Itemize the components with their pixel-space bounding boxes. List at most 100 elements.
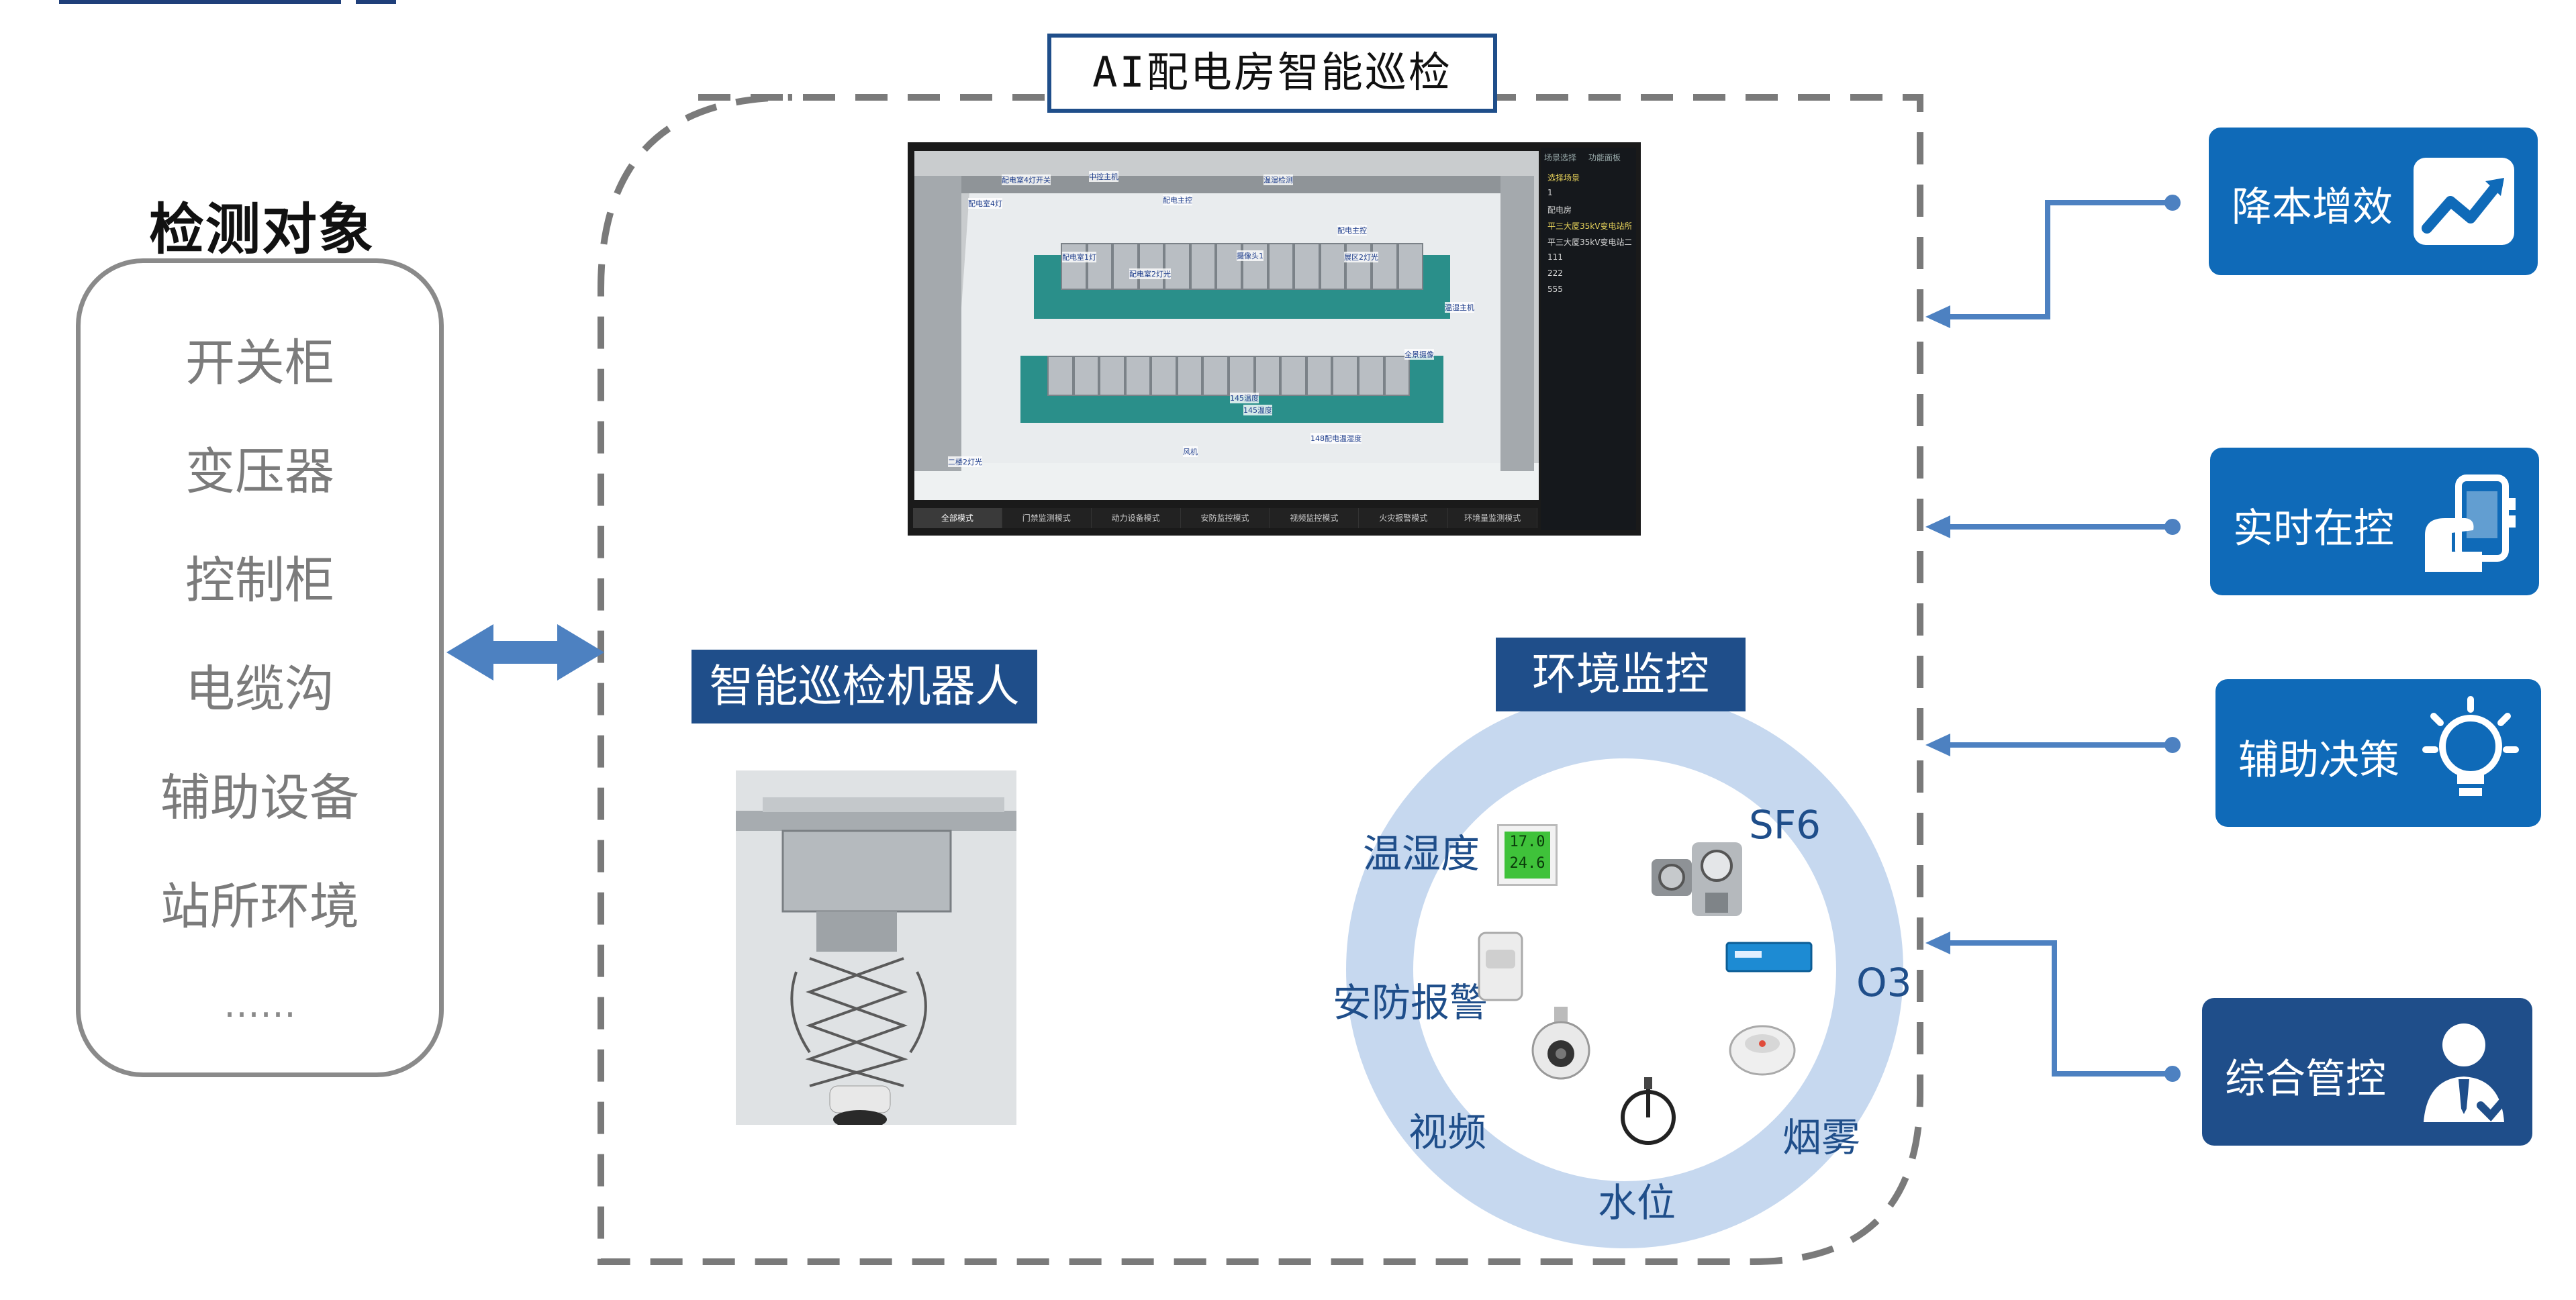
arrowheads (1925, 195, 2181, 1082)
cabinet[interactable] (1384, 356, 1411, 396)
cabinet[interactable] (1371, 243, 1398, 290)
floor-label[interactable]: 配电室4灯 (968, 198, 1002, 209)
cabinet[interactable] (1332, 356, 1358, 396)
cabinet[interactable] (1112, 243, 1139, 290)
tab-power-mode[interactable]: 动力设备模式 (1092, 508, 1181, 528)
cabinet[interactable] (1280, 356, 1306, 396)
detection-list: 开关柜 变压器 控制柜 电缆沟 辅助设备 站所环境 …… (76, 309, 444, 1070)
sensor-label-smoke: 烟雾 (1782, 1115, 1861, 1160)
header-accent-bar-small (356, 0, 396, 4)
scene-side-panel (1541, 148, 1636, 530)
detection-frame (76, 258, 444, 1077)
cabinet[interactable] (1125, 356, 1151, 396)
tab-all-modes[interactable]: 全部模式 (913, 508, 1002, 528)
chart-up-icon (2414, 158, 2514, 245)
sensor-label-o3: O3 (1856, 960, 1912, 1005)
floor-label[interactable]: 148配电温湿度 (1310, 433, 1362, 444)
floor-label[interactable]: 展区2灯光 (1344, 252, 1378, 262)
benefit-integrated-management[interactable]: 综合管控 (2202, 998, 2532, 1146)
floor-label[interactable]: 配电主控 (1337, 225, 1367, 236)
screen-room-edge (914, 463, 1539, 500)
scene-list-item[interactable]: 平三大厦35kV变电站二 (1547, 238, 1631, 247)
sensor-label-video: 视频 (1409, 1109, 1487, 1155)
cabinet[interactable] (1086, 243, 1113, 290)
temp-humidity-sensor-icon: 17.0 24.6 (1497, 824, 1558, 886)
cabinet[interactable] (1202, 356, 1229, 396)
benefit-label: 实时在控 (2233, 505, 2394, 552)
scene-list-item[interactable]: 1 (1547, 188, 1553, 197)
tab-video-mode[interactable]: 视频监控模式 (1270, 508, 1359, 528)
floor-label[interactable]: 二楼2灯光 (948, 456, 982, 467)
tab-fire-mode[interactable]: 火灾报警模式 (1359, 508, 1449, 528)
smoke-detector-icon (1729, 1025, 1796, 1076)
cabinet[interactable] (1061, 243, 1087, 290)
security-alarm-icon (1478, 932, 1523, 1001)
scene-list-item[interactable]: 555 (1547, 285, 1563, 294)
cabinet-row (1061, 243, 1424, 290)
cabinet[interactable] (1254, 356, 1281, 396)
floor-label[interactable]: 145温度 (1230, 393, 1259, 403)
floor-label[interactable]: 配电室4灯开关 (1002, 174, 1051, 185)
floor-label[interactable]: 配电室2灯光 (1129, 268, 1171, 279)
benefit-realtime-control[interactable]: 实时在控 (2210, 448, 2539, 595)
benefit-label: 辅助决策 (2238, 737, 2399, 784)
robot-illustration (736, 770, 1016, 1125)
tab-scene-select[interactable]: 场景选择 (1544, 153, 1577, 162)
benefit-decision-support[interactable]: 辅助决策 (2215, 679, 2541, 827)
sf6-detector-icon (1652, 842, 1742, 916)
cabinet[interactable] (1099, 356, 1125, 396)
cabinet[interactable] (1176, 356, 1203, 396)
phone-hand-icon (2425, 474, 2516, 572)
floor-label[interactable]: 全景摄像 (1404, 349, 1434, 360)
benefit-label: 综合管控 (2225, 1056, 2386, 1103)
floor-label[interactable]: 中控主机 (1089, 171, 1118, 182)
cabinet[interactable] (1268, 243, 1294, 290)
tab-security-mode[interactable]: 安防监控模式 (1181, 508, 1270, 528)
system-title: AI配电房智能巡检 (1047, 34, 1497, 113)
cabinet[interactable] (1229, 356, 1255, 396)
cabinet[interactable] (1397, 243, 1424, 290)
cabinet[interactable] (1357, 356, 1384, 396)
floor-label[interactable]: 配电主控 (1163, 195, 1192, 205)
floor-label[interactable]: 温湿主机 (1445, 302, 1474, 313)
sensor-label-temp-humidity: 温湿度 (1363, 831, 1480, 877)
floor-label[interactable]: 配电室1灯 (1062, 252, 1096, 262)
floor-label[interactable]: 温湿检测 (1263, 174, 1293, 185)
sensor-label-water: 水位 (1598, 1180, 1676, 1226)
benefit-cost-efficiency[interactable]: 降本增效 (2209, 128, 2538, 275)
system-dashed-border (598, 94, 1923, 1265)
detection-item: 变压器 (185, 443, 334, 501)
floor-label[interactable]: 摄像头1 (1237, 250, 1263, 261)
cabinet[interactable] (1190, 243, 1217, 290)
scene-list-item[interactable]: 222 (1547, 268, 1563, 278)
detection-item: 站所环境 (160, 878, 359, 936)
floor-label[interactable]: 风机 (1183, 446, 1198, 457)
cabinet[interactable] (1138, 243, 1165, 290)
detection-item: 电缆沟 (185, 660, 334, 718)
cabinet[interactable] (1164, 243, 1190, 290)
cabinet[interactable] (1151, 356, 1177, 396)
cabinet[interactable] (1047, 356, 1074, 396)
tab-access-mode[interactable]: 门禁监测模式 (1002, 508, 1092, 528)
scene-list-item[interactable]: 配电房 (1547, 205, 1572, 215)
detection-item: 控制柜 (185, 552, 334, 609)
thermo-reading-2: 24.6 (1509, 855, 1545, 872)
cabinet[interactable] (1345, 243, 1372, 290)
tab-function-panel[interactable]: 功能面板 (1588, 153, 1621, 162)
detection-item: 辅助设备 (160, 769, 359, 827)
robot-label: 智能巡检机器人 (691, 650, 1037, 723)
cabinet[interactable] (1294, 243, 1320, 290)
cabinet-row (1047, 356, 1411, 396)
sensor-label-sf6: SF6 (1749, 802, 1821, 848)
environment-label: 环境监控 (1496, 638, 1746, 711)
room-wall-top (960, 176, 1511, 193)
scene-list-item[interactable]: 平三大厦35kV变电站所 (1547, 221, 1631, 231)
floor-label[interactable]: 145温度 (1243, 405, 1272, 415)
scene-list-item[interactable]: 111 (1547, 252, 1563, 262)
manager-icon (2424, 1023, 2515, 1122)
cabinet[interactable] (1306, 356, 1333, 396)
cabinet[interactable] (1073, 356, 1100, 396)
tab-environment-mode[interactable]: 环境量监测模式 (1448, 508, 1538, 528)
cabinet[interactable] (1319, 243, 1346, 290)
environment-ring (1346, 691, 1903, 1248)
